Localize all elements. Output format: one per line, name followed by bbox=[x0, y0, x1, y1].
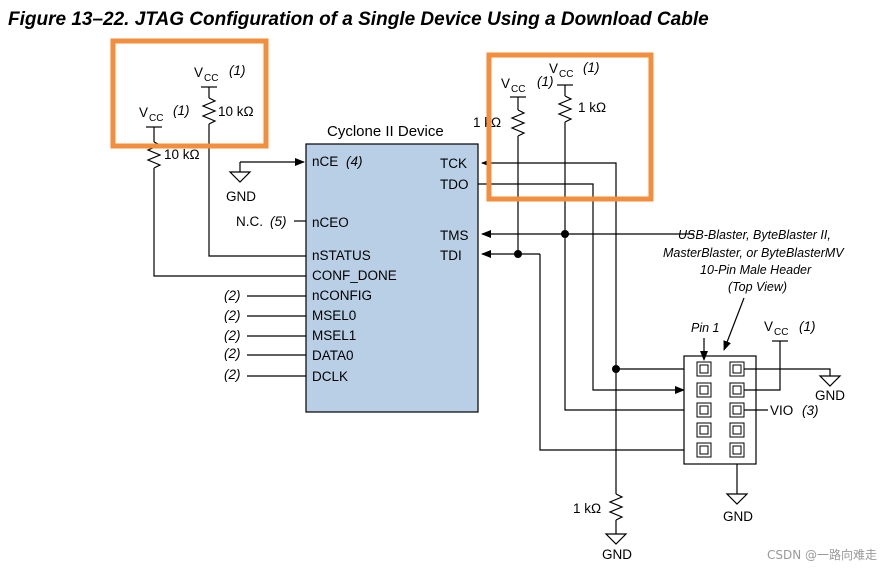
pin-tck: TCK bbox=[440, 156, 467, 171]
pin1-label: Pin 1 bbox=[691, 321, 720, 335]
note-msel1: (2) bbox=[224, 328, 241, 343]
gnd-label-nce: GND bbox=[226, 189, 256, 204]
note-nconfig: (2) bbox=[224, 288, 241, 303]
gnd-label-hdr-right: GND bbox=[815, 388, 845, 403]
vcc-top-v: V bbox=[194, 65, 203, 80]
vcc-r2-v: V bbox=[549, 61, 558, 76]
highlight-box-right bbox=[486, 52, 654, 202]
pin-nconfig: nCONFIG bbox=[312, 288, 372, 303]
vcc-left-note: (1) bbox=[173, 103, 190, 118]
vcc-left-v: V bbox=[139, 105, 148, 120]
vcc-hdr-sub: CC bbox=[774, 327, 788, 338]
pin-msel0: MSEL0 bbox=[312, 308, 356, 323]
pin-nce-note: (4) bbox=[346, 154, 363, 169]
pin-nce: nCE bbox=[312, 154, 338, 169]
vcc-r1-sub: CC bbox=[511, 84, 525, 95]
res-nstatus-label: 10 kΩ bbox=[218, 104, 254, 119]
vcc-r1-note: (1) bbox=[537, 74, 554, 89]
pin-nstatus: nSTATUS bbox=[312, 248, 371, 263]
conf-done-pullup: V CC (1) 10 kΩ bbox=[139, 103, 306, 277]
tms-tdi-pullups: V CC (1) 1 kΩ V CC (1) 1 kΩ bbox=[473, 60, 606, 254]
nstatus-pullup: V CC (1) 10 kΩ bbox=[194, 63, 306, 257]
msel-leads: (2) (2) (2) (2) (2) bbox=[224, 288, 306, 382]
note-dclk: (2) bbox=[224, 367, 241, 382]
pin-msel1: MSEL1 bbox=[312, 328, 356, 343]
watermark: CSDN @一路向难走 bbox=[766, 548, 877, 562]
tck-pulldown: 1 kΩ GND bbox=[573, 368, 694, 562]
download-header: USB-Blaster, ByteBlaster II, MasterBlast… bbox=[663, 228, 845, 524]
device-name: Cyclone II Device bbox=[327, 123, 444, 140]
pin-dclk: DCLK bbox=[312, 369, 348, 384]
vcc-r1-v: V bbox=[501, 76, 510, 91]
res-tms-label: 1 kΩ bbox=[578, 100, 606, 115]
junction-tms bbox=[561, 230, 569, 238]
nceo-nc-label: N.C. bbox=[236, 214, 263, 229]
pin-nceo: nCEO bbox=[312, 215, 349, 230]
header-line-1: USB-Blaster, ByteBlaster II, bbox=[678, 228, 831, 242]
vcc-top-note: (1) bbox=[229, 63, 246, 78]
device-body bbox=[305, 143, 479, 413]
header-line-2: MasterBlaster, or ByteBlasterMV bbox=[663, 246, 845, 260]
vcc-hdr-v: V bbox=[764, 319, 773, 334]
gnd-label-hdr-bottom: GND bbox=[723, 509, 753, 524]
vcc-left-sub: CC bbox=[149, 113, 163, 124]
vio-label: VIO bbox=[770, 403, 793, 418]
vcc-r2-sub: CC bbox=[559, 69, 573, 80]
vcc-hdr-note: (1) bbox=[799, 319, 816, 334]
note-msel0: (2) bbox=[224, 308, 241, 323]
vcc-top-sub: CC bbox=[204, 73, 218, 84]
header-line-3: 10-Pin Male Header bbox=[700, 263, 812, 277]
pin-data0: DATA0 bbox=[312, 348, 354, 363]
vio-note: (3) bbox=[802, 403, 819, 418]
res-conf-done-label: 10 kΩ bbox=[164, 147, 200, 162]
pin-tdo: TDO bbox=[440, 177, 469, 192]
res-tck-label: 1 kΩ bbox=[573, 501, 601, 516]
note-data0: (2) bbox=[224, 346, 241, 361]
pin-tdi: TDI bbox=[440, 248, 462, 263]
pin-conf-done: CONF_DONE bbox=[312, 268, 397, 283]
gnd-label-tck: GND bbox=[602, 547, 632, 562]
junction-tck bbox=[612, 365, 620, 373]
junction-tdi bbox=[514, 250, 522, 258]
nce-gnd: GND bbox=[226, 158, 305, 204]
header-line-4: (Top View) bbox=[728, 280, 787, 294]
vcc-r2-note: (1) bbox=[583, 60, 600, 75]
highlight-box-left bbox=[110, 38, 269, 149]
figure-title: Figure 13–22. JTAG Configuration of a Si… bbox=[8, 9, 709, 30]
nceo-nc-note: (5) bbox=[270, 214, 287, 229]
header-pins bbox=[696, 361, 745, 458]
pin-tms: TMS bbox=[440, 228, 469, 243]
